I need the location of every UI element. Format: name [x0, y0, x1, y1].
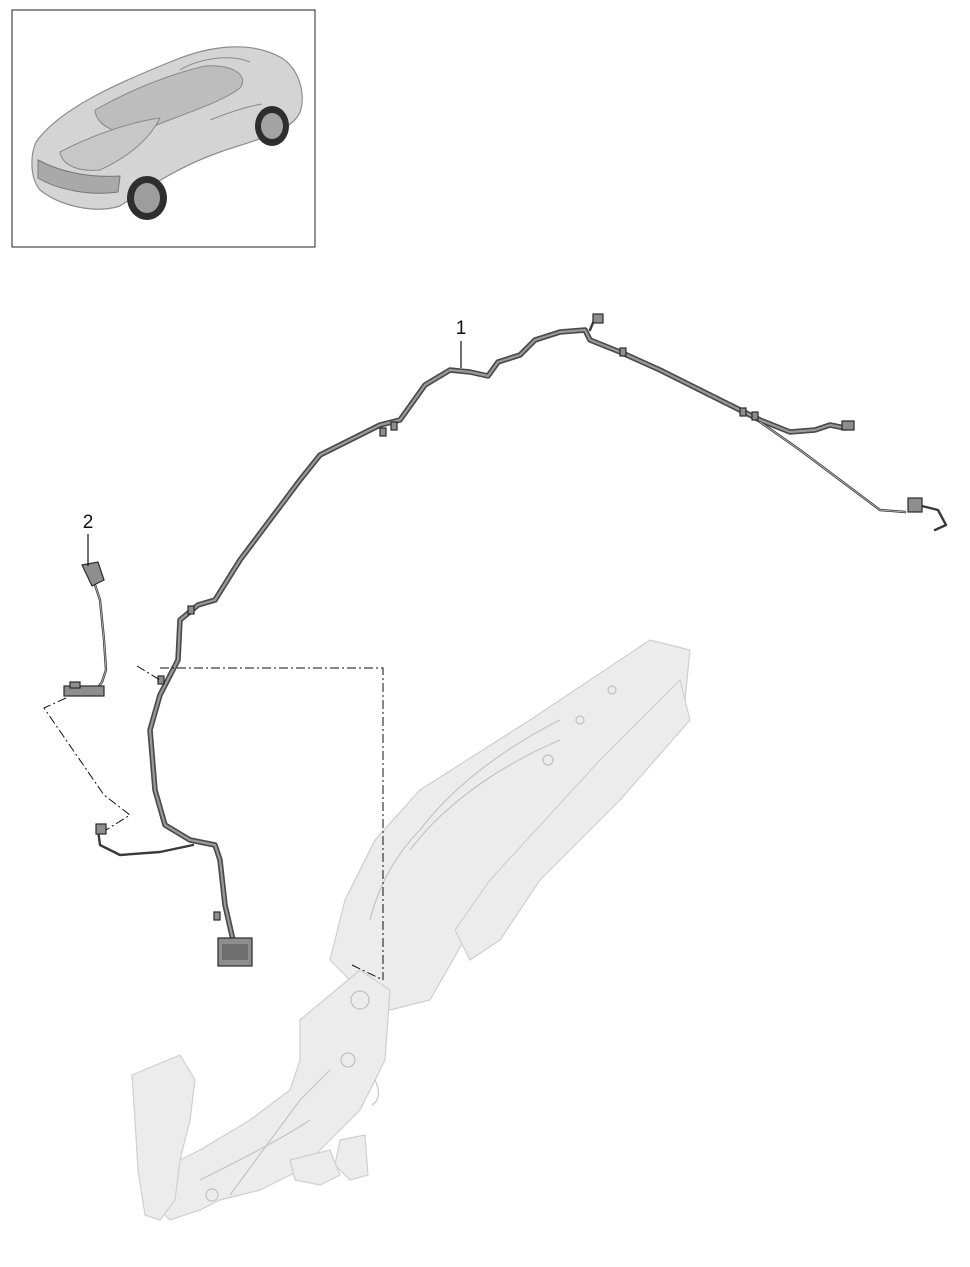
cable-harness-part-1: [95, 313, 948, 967]
connector-right-end: [907, 497, 923, 513]
car-illustration: [31, 46, 303, 220]
vehicle-thumbnail: [11, 9, 316, 248]
callout-number-2: 2: [83, 512, 94, 533]
callout-number-1: 1: [456, 318, 467, 339]
reference-lines: [43, 665, 384, 981]
connector-top: [592, 313, 604, 324]
sensor-bracket: [81, 561, 105, 587]
connector-rear: [841, 420, 855, 431]
sensor-cable-part-2: [63, 561, 108, 697]
roof-frame-assembly: [131, 639, 691, 1221]
sensor-module: [63, 685, 105, 697]
connector-left-branch: [95, 823, 107, 835]
